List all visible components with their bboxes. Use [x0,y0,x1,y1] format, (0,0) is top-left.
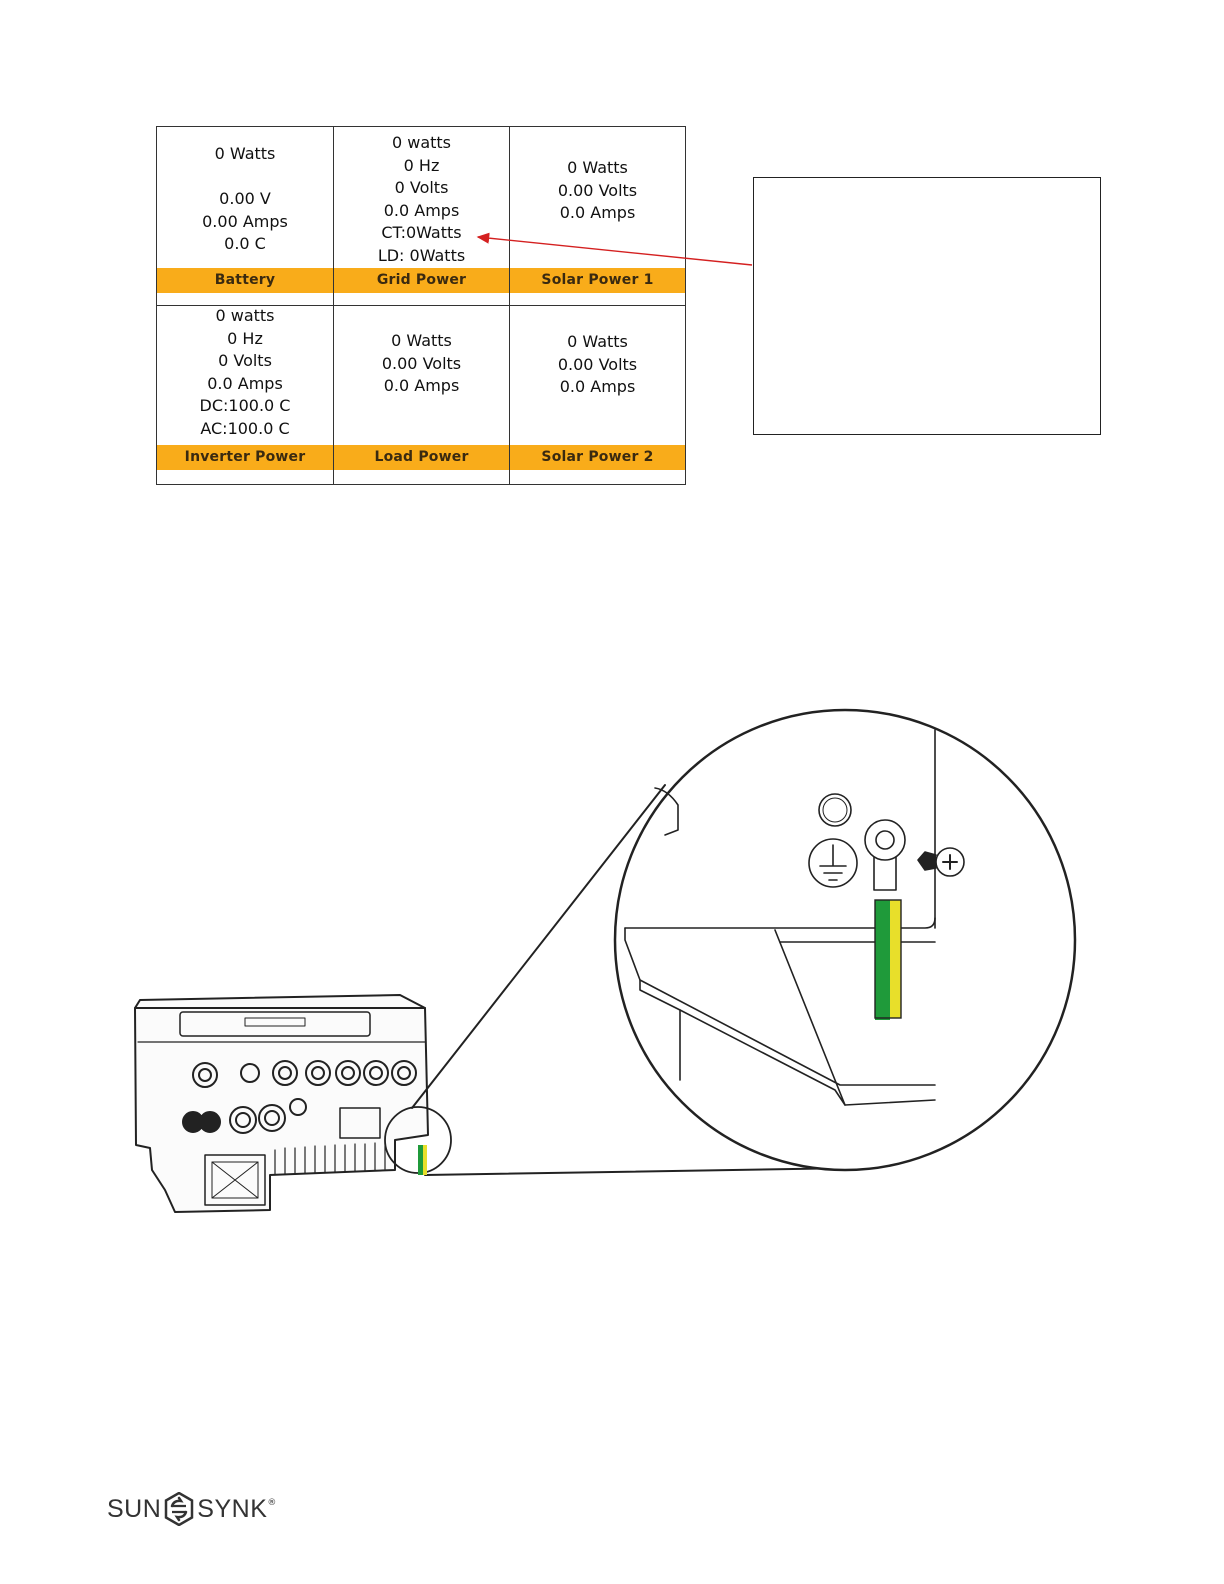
callout-arrow [476,232,753,266]
inverter-value-2: 0 Volts [218,351,272,370]
battery-label: Battery [157,268,333,293]
battery-value-3: 0.00 Amps [202,211,288,231]
logo-registered-mark: ® [267,1498,277,1508]
battery-values: 0 Watts 0.00 V 0.00 Amps 0.0 C [157,143,333,256]
inverter-status-table: 0 Watts 0.00 V 0.00 Amps 0.0 C Battery 0… [156,126,686,485]
magnified-ground-terminal [624,729,965,1106]
grid-power-cell: 0 watts 0 Hz 0 Volts 0.0 Amps CT:0Watts … [334,127,509,305]
load-value-1: 0.00 Volts [381,353,462,373]
grid-value-1: 0 Hz [403,155,440,175]
inverter-value-1: 0 Hz [227,328,263,348]
zoom-line-top [411,784,666,1109]
inverter-power-label: Inverter Power [157,445,333,470]
row-divider [157,305,685,306]
grid-power-values: 0 watts 0 Hz 0 Volts 0.0 Amps CT:0Watts … [334,132,509,267]
inverter-unit [134,994,452,1213]
grid-value-ld: LD: 0Watts [377,245,466,265]
solar-1-value-2: 0.0 Amps [559,203,636,222]
inverter-value-0: 0 watts [215,306,275,325]
grid-value-2: 0 Volts [394,178,449,197]
battery-cell: 0 Watts 0.00 V 0.00 Amps 0.0 C Battery [157,127,333,305]
inverter-power-cell: 0 watts 0 Hz 0 Volts 0.0 Amps DC:100.0 C… [157,306,333,484]
solar-power-2-cell: 0 Watts 0.00 Volts 0.0 Amps Solar Power … [510,306,685,484]
inverter-value-3: 0.0 Amps [207,373,283,393]
solar-power-2-label: Solar Power 2 [510,445,685,470]
grid-value-0: 0 watts [391,133,452,152]
grounding-diagram [134,708,1077,1213]
ground-wire-green [875,900,890,1020]
ground-wire-yellow [890,900,901,1018]
load-power-cell: 0 Watts 0.00 Volts 0.0 Amps Load Power [334,306,509,484]
sunsynk-swirl-icon [165,1492,194,1526]
magnified-view-circle [613,708,1077,1172]
arrow-line [476,232,753,266]
solar-2-value-2: 0.0 Amps [559,377,636,396]
solar-2-values: 0 Watts 0.00 Volts 0.0 Amps [510,331,685,399]
load-power-label: Load Power [334,445,509,470]
load-values: 0 Watts 0.00 Volts 0.0 Amps [334,330,509,398]
grid-value-ct: CT:0Watts [381,223,462,242]
solar-2-value-0: 0 Watts [567,332,628,351]
grid-value-3: 0.0 Amps [383,200,460,220]
solar-1-value-0: 0 Watts [567,158,628,177]
battery-value-0: 0 Watts [214,144,276,163]
inverter-value-5: AC:100.0 C [200,418,290,438]
solar-1-value-1: 0.00 Volts [557,180,638,200]
callout-box [753,177,1101,435]
grid-power-label: Grid Power [334,268,509,293]
load-value-2: 0.0 Amps [383,376,460,395]
sunsynk-logo: SUN SYNK ® [107,1491,276,1527]
inverter-values: 0 watts 0 Hz 0 Volts 0.0 Amps DC:100.0 C… [157,305,333,440]
inverter-value-4: DC:100.0 C [199,396,291,415]
battery-value-2: 0.00 V [219,189,271,208]
logo-text-right: SYNK [197,1494,268,1523]
solar-2-value-1: 0.00 Volts [557,354,638,374]
solar-power-1-label: Solar Power 1 [510,268,685,293]
load-value-0: 0 Watts [391,331,452,350]
zoom-line-bottom [424,1167,856,1176]
logo-text-left: SUN [107,1494,162,1523]
battery-value-4: 0.0 C [224,234,266,253]
solar-power-1-cell: 0 Watts 0.00 Volts 0.0 Amps Solar Power … [510,127,685,305]
solar-1-values: 0 Watts 0.00 Volts 0.0 Amps [510,157,685,225]
